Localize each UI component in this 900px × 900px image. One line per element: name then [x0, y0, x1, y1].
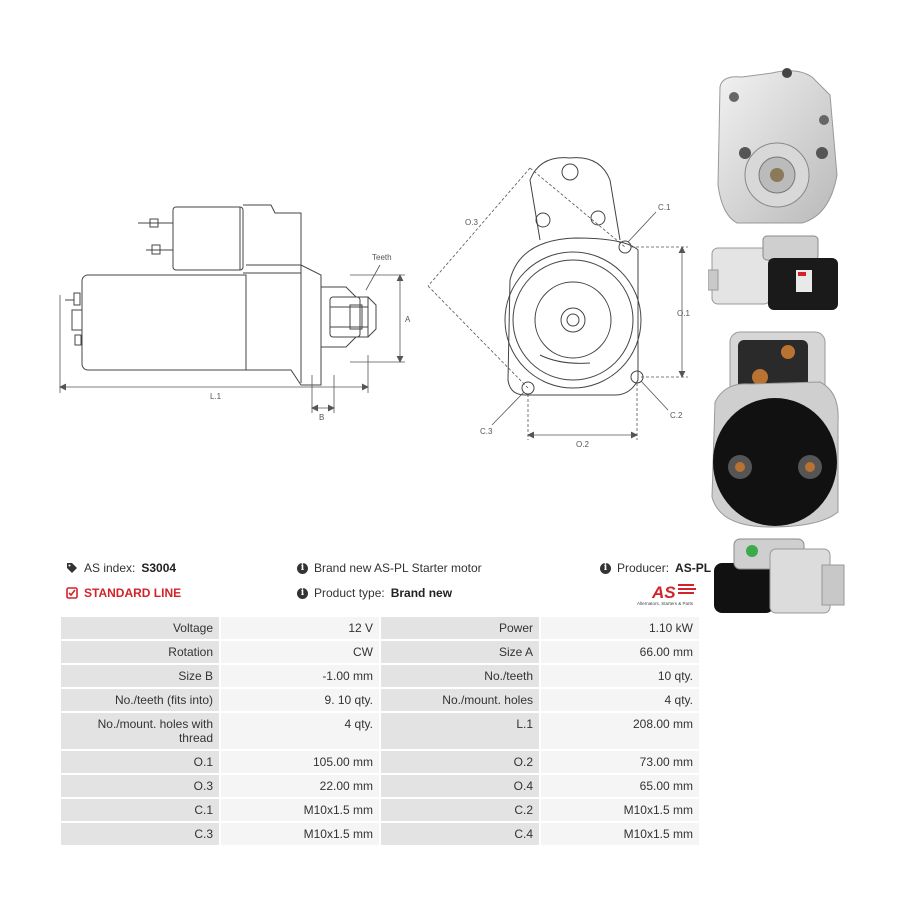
as-index-value: S3004 — [141, 561, 177, 575]
spec-label: L.1 — [379, 711, 541, 751]
spec-label: Power — [379, 615, 541, 641]
spec-label: O.4 — [379, 773, 541, 799]
product-photo-side — [708, 235, 838, 310]
teeth-label: Teeth — [372, 253, 392, 262]
spec-label: No./mount. holes with thread — [59, 711, 221, 751]
spec-value: M10x1.5 mm — [219, 797, 381, 823]
spec-label: No./mount. holes — [379, 687, 541, 713]
spec-value: 73.00 mm — [539, 749, 701, 775]
producer: i Producer: AS-PL — [600, 561, 711, 575]
product-photo-rear — [711, 331, 839, 528]
spec-label: C.1 — [59, 797, 221, 823]
dimension-o1-label: O.1 — [677, 309, 690, 318]
product-type-value: Brand new — [390, 586, 453, 600]
spec-value: CW — [219, 639, 381, 665]
spec-value: 66.00 mm — [539, 639, 701, 665]
spec-value: 4 qty. — [539, 687, 701, 713]
spec-label: No./teeth — [379, 663, 541, 689]
spec-label: O.3 — [59, 773, 221, 799]
dimension-o2-label: O.2 — [576, 440, 589, 449]
spec-value: 105.00 mm — [219, 749, 381, 775]
standard-line: STANDARD LINE — [66, 586, 181, 600]
spec-label: C.4 — [379, 821, 541, 847]
info-icon: i — [600, 562, 611, 574]
product-type-label: Product type: — [314, 586, 385, 600]
spec-label: O.1 — [59, 749, 221, 775]
product-description: i Brand new AS-PL Starter motor — [297, 561, 482, 575]
spec-label: C.3 — [59, 821, 221, 847]
spec-value: M10x1.5 mm — [539, 797, 701, 823]
hole-c3-label: C.3 — [480, 427, 493, 436]
product-type: i Product type: Brand new — [297, 586, 452, 600]
spec-value: 10 qty. — [539, 663, 701, 689]
table-row: No./teeth (fits into)9. 10 qty.No./mount… — [59, 687, 701, 713]
as-index: AS index: S3004 — [66, 561, 176, 575]
info-icon: i — [297, 562, 308, 574]
spec-value: 1.10 kW — [539, 615, 701, 641]
front-view-drawing: O.3 C.1 O.1 C.2 C.3 O.2 — [427, 157, 690, 449]
spec-value: 65.00 mm — [539, 773, 701, 799]
producer-value: AS-PL — [675, 561, 712, 575]
info-icon: i — [297, 587, 308, 599]
as-index-label: AS index: — [84, 561, 136, 575]
spec-value: M10x1.5 mm — [219, 821, 381, 847]
spec-label: Rotation — [59, 639, 221, 665]
side-view-drawing: Teeth A L.1 B — [59, 204, 411, 422]
tag-icon — [67, 563, 77, 573]
spec-value: 9. 10 qty. — [219, 687, 381, 713]
dimension-l1-label: L.1 — [210, 392, 222, 401]
product-photo-front — [717, 68, 838, 224]
spec-value: 4 qty. — [219, 711, 381, 751]
hole-c2-label: C.2 — [670, 411, 683, 420]
check-square-icon — [66, 587, 78, 599]
spec-label: Size B — [59, 663, 221, 689]
logo-tagline: Alternators, Starters & Parts — [637, 601, 694, 606]
product-description-text: Brand new AS-PL Starter motor — [314, 561, 482, 575]
spec-label: C.2 — [379, 797, 541, 823]
product-photo-angled — [714, 538, 845, 614]
spec-label: Voltage — [59, 615, 221, 641]
spec-label: Size A — [379, 639, 541, 665]
dimension-b-label: B — [319, 413, 324, 422]
spec-value: M10x1.5 mm — [539, 821, 701, 847]
hole-c1-label: C.1 — [658, 203, 671, 212]
spec-value: 208.00 mm — [539, 711, 701, 751]
spec-label: No./teeth (fits into) — [59, 687, 221, 713]
dimension-a-label: A — [405, 315, 411, 324]
spec-value: -1.00 mm — [219, 663, 381, 689]
spec-value: 22.00 mm — [219, 773, 381, 799]
logo-text: AS — [651, 583, 676, 602]
as-pl-logo: AS Alternators, Starters & Parts — [636, 581, 702, 607]
spec-label: O.2 — [379, 749, 541, 775]
dimension-o3-label: O.3 — [465, 218, 478, 227]
producer-label: Producer: — [617, 561, 670, 575]
standard-line-label: STANDARD LINE — [84, 586, 182, 600]
spec-value: 12 V — [219, 615, 381, 641]
